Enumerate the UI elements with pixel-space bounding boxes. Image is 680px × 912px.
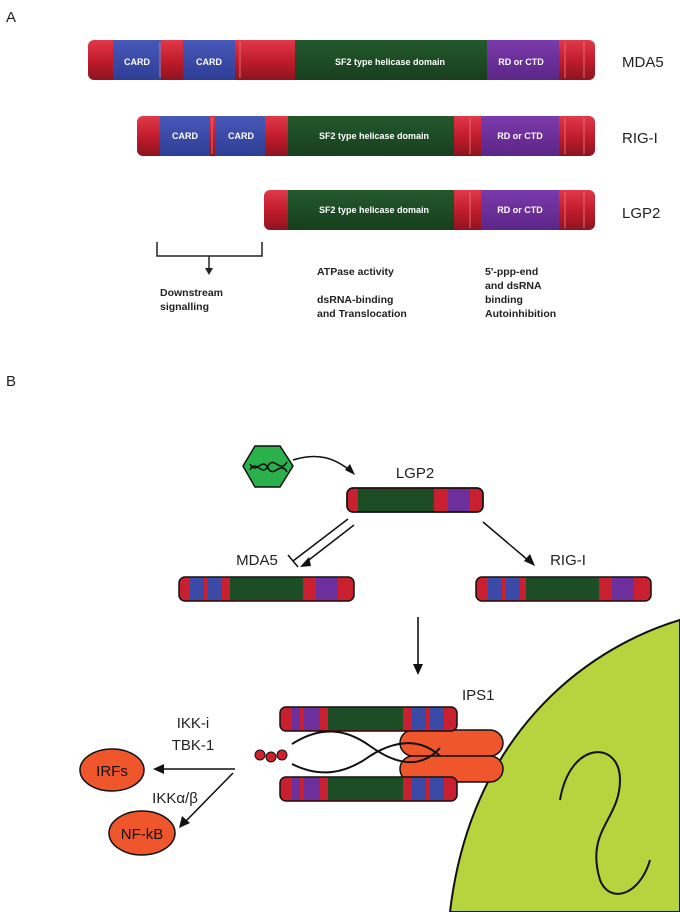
helicase-function-line-4: and Translocation [317, 308, 407, 320]
rigi-card-1-label: CARD [172, 131, 198, 141]
virus-to-lgp2-arrow [292, 455, 353, 473]
virus-arrowhead [345, 464, 355, 475]
membrane-nucleus [448, 618, 680, 912]
rigi-small-bar [475, 576, 652, 602]
ips1-protein [399, 729, 504, 783]
irfs-node [79, 748, 145, 792]
nfkb-arrowhead [179, 816, 190, 828]
rigi-card-2-label: CARD [228, 131, 254, 141]
lgp2-b-label: LGP2 [396, 465, 434, 482]
panel-b-label: B [6, 373, 16, 390]
ctd-function-line-2: and dsRNA [485, 280, 542, 292]
mda5-helicase-label: SF2 type helicase domain [335, 57, 445, 67]
lgp2-small-bar [346, 487, 484, 513]
virus-hexagon [242, 445, 294, 488]
ctd-function-line-3: binding [485, 294, 523, 306]
mda5-card-2-label: CARD [196, 57, 222, 67]
rigi-b-label: RIG-I [550, 552, 586, 569]
rigi-ctd-label: RD or CTD [497, 131, 543, 141]
nfkb-label: NF-kB [121, 826, 164, 843]
nfkb-node [108, 810, 176, 856]
ips1-label: IPS1 [462, 687, 495, 704]
rigi-name: RIG-I [622, 130, 658, 147]
mda5-name: MDA5 [622, 54, 664, 71]
rigi-domain-bar: CARD CARD SF2 type helicase domain RD or… [137, 116, 595, 156]
lgp2-ctd-label: RD or CTD [497, 205, 543, 215]
mda5-ctd-label: RD or CTD [498, 57, 544, 67]
dsrna-strands [254, 730, 441, 774]
ikk-i-label: IKK-i [177, 715, 210, 732]
helicase-function-line-1: ATPase activity [317, 266, 394, 278]
ctd-function-line-4: Autoinhibition [485, 308, 556, 320]
mda5-small-bar [178, 576, 355, 602]
mda5-b-label: MDA5 [236, 552, 278, 569]
down-arrowhead [413, 664, 423, 675]
to-nfkb-arrow [184, 772, 234, 823]
lgp2-activates-mda5 [304, 524, 355, 564]
lgp2-domain-bar: SF2 type helicase domain RD or CTD [264, 190, 595, 230]
lgp2-helicase-label: SF2 type helicase domain [319, 205, 429, 215]
complex-bar-top [279, 706, 458, 732]
panel-a-label: A [6, 9, 16, 26]
ctd-function-line-1: 5'-ppp-end [485, 266, 538, 278]
irfs-label: IRFs [96, 763, 128, 780]
lgp2-to-rigi-arrow [482, 521, 530, 562]
mda5-domain-bar: CARD CARD SF2 type helicase domain RD or… [88, 40, 595, 80]
card-function-line-1: Downstream [160, 287, 223, 299]
rigi-arrowhead [524, 554, 535, 566]
card-bracket [156, 242, 263, 275]
lgp2-name: LGP2 [622, 205, 660, 222]
helicase-function-line-3: dsRNA-binding [317, 294, 393, 306]
mda5-card-1-label: CARD [124, 57, 150, 67]
lgp2-inhibits-mda5 [292, 518, 349, 562]
card-function-line-2: signalling [160, 301, 209, 313]
irfs-arrowhead [153, 764, 164, 774]
complex-bar-bottom [279, 776, 458, 802]
ikk-ab-label: IKKα/β [152, 790, 198, 807]
inhibit-bar [287, 554, 299, 568]
mda5-arrowhead [300, 557, 311, 567]
tbk1-label: TBK-1 [172, 737, 215, 754]
rigi-helicase-label: SF2 type helicase domain [319, 131, 429, 141]
